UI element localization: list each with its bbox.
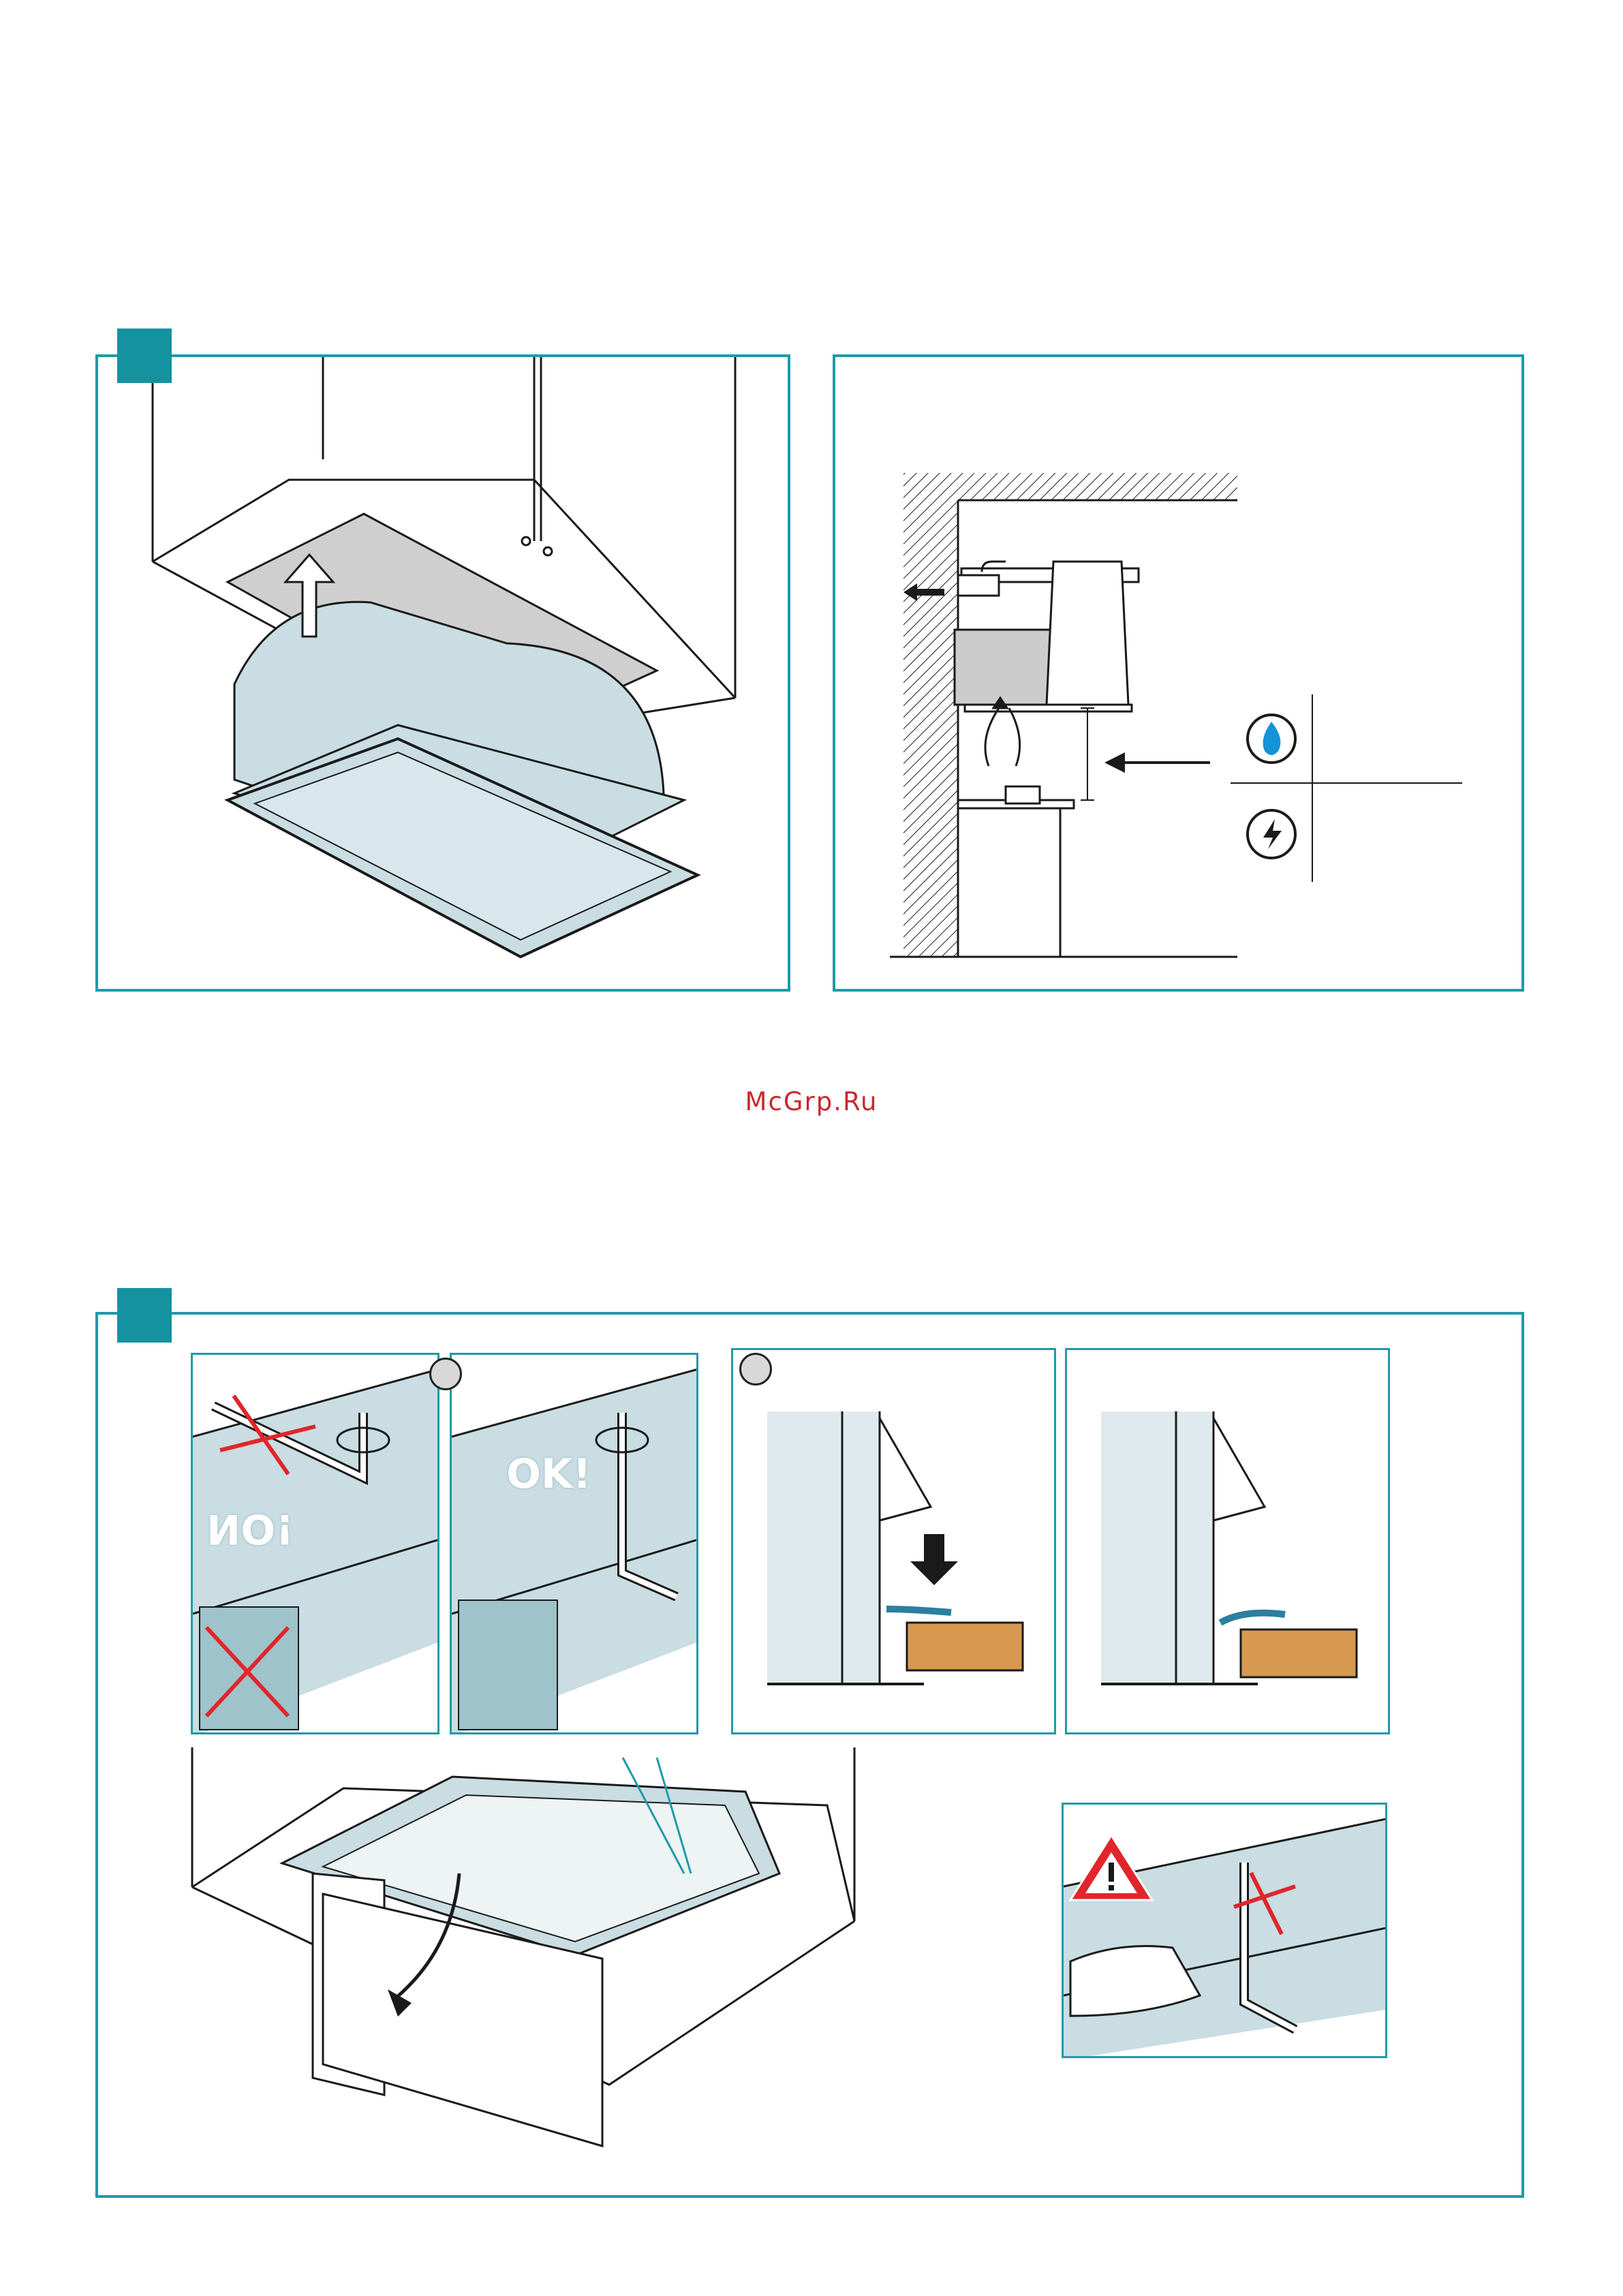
detail-panel-no: NO! bbox=[191, 1353, 439, 1734]
detail-panel-hook-press bbox=[731, 1348, 1056, 1734]
gas-flame-icon bbox=[1248, 715, 1295, 763]
step-marker-1 bbox=[429, 1358, 462, 1390]
step1-right-panel bbox=[833, 354, 1524, 992]
installation-height-diagram bbox=[835, 357, 1527, 994]
detail-panel-ok: OK! bbox=[450, 1353, 698, 1734]
step-marker-2 bbox=[739, 1353, 772, 1386]
arm-strength-icon bbox=[459, 1600, 557, 1730]
step-badge-2 bbox=[117, 1288, 172, 1343]
left-arrow-icon bbox=[1104, 752, 1210, 773]
no-label: NO! bbox=[206, 1505, 294, 1552]
watermark: McGrp.Ru bbox=[0, 1087, 1623, 1116]
pot-icon bbox=[1006, 786, 1040, 803]
down-arrow-icon bbox=[910, 1534, 958, 1585]
wood-board bbox=[907, 1623, 1023, 1670]
detail-panel-warning bbox=[1062, 1803, 1387, 2058]
hood-side-view bbox=[955, 562, 1139, 711]
detail-panel-hook-done bbox=[1065, 1348, 1390, 1734]
wood-board bbox=[1241, 1629, 1357, 1677]
electric-icon bbox=[1248, 810, 1295, 858]
step-badge-1 bbox=[117, 328, 172, 383]
hood-install-illustration bbox=[98, 357, 793, 994]
step1-left-panel bbox=[95, 354, 790, 992]
warning-icon bbox=[1070, 1835, 1152, 1900]
ok-label: OK! bbox=[506, 1450, 591, 1498]
